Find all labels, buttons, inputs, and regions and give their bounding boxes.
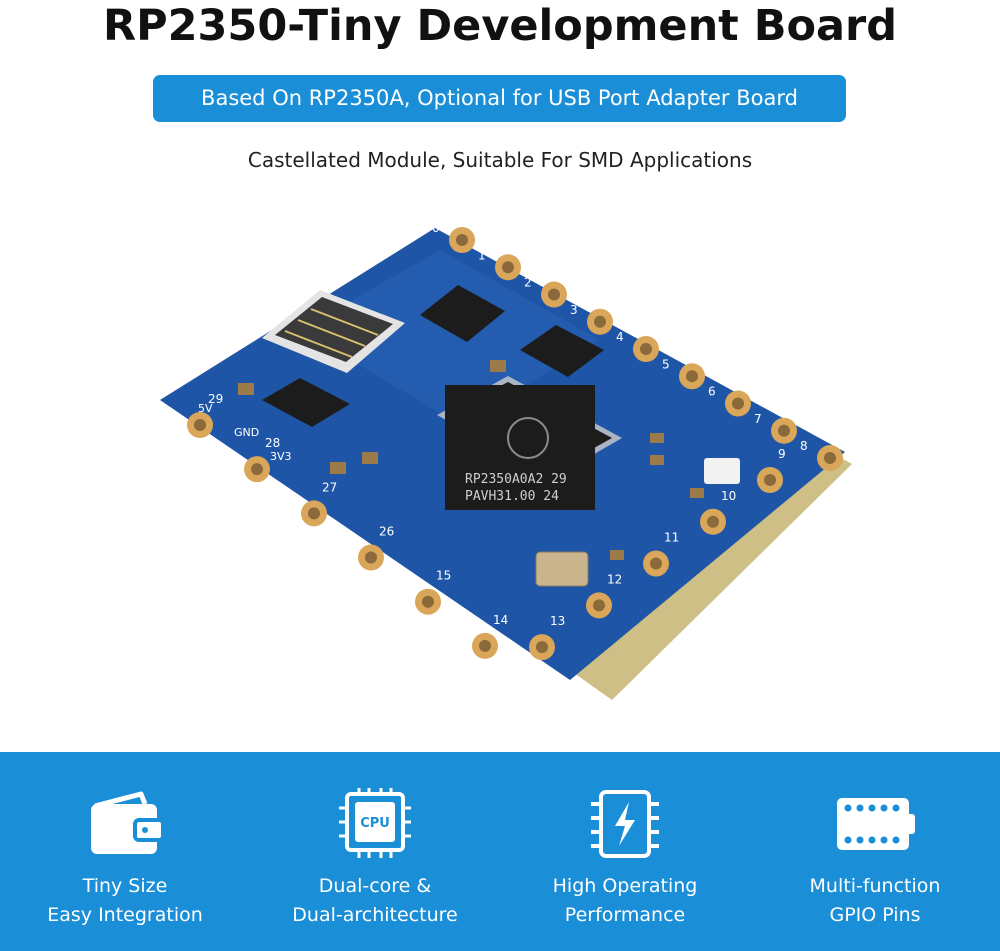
top-pad-hole <box>502 261 514 274</box>
feature-line-1: Multi-function <box>809 875 941 897</box>
cpu-icon: CPU <box>339 788 411 858</box>
bottom-castellated-pads <box>187 412 783 661</box>
bottom-pad-hole <box>593 599 605 612</box>
top-pad-hole <box>456 234 468 246</box>
regulator-ic <box>262 378 350 427</box>
passive-components <box>238 360 704 560</box>
left-pin-labels: 5V GND 3V3 <box>198 402 292 463</box>
bottom-pin-label: 14 <box>493 613 508 627</box>
top-pad-hole <box>594 315 606 328</box>
crystal <box>535 551 589 587</box>
feature-tiny-size: Tiny Size Easy Integration <box>0 752 250 951</box>
top-ic <box>420 285 505 342</box>
left-pin-label: GND <box>234 426 259 439</box>
left-pin-label: 5V <box>198 402 213 415</box>
bottom-pin-label: 28 <box>265 436 280 450</box>
bottom-pad-hole <box>251 463 263 476</box>
feature-bar: Tiny Size Easy Integration CPU Dual-core… <box>0 752 1000 951</box>
page-title: RP2350-Tiny Development Board <box>102 1 898 51</box>
bottom-pad-hole <box>536 641 548 654</box>
top-pin-labels: 0 1 2 3 4 5 6 7 8 <box>432 221 808 453</box>
feature-dual-core: CPU Dual-core & Dual-architecture <box>250 752 500 951</box>
feature-line-2: Easy Integration <box>47 904 203 926</box>
bottom-pin-label: 15 <box>436 569 451 583</box>
gpio-pins-icon <box>837 798 915 850</box>
top-pin-label: 8 <box>800 439 808 453</box>
wallet-icon <box>91 791 165 854</box>
bottom-pin-label: 9 <box>778 447 786 461</box>
top-pad-hole <box>732 397 744 410</box>
top-pad-hole <box>824 452 836 464</box>
chip-marking-2: PAVH31.00 24 <box>465 489 559 504</box>
bottom-pin-label: 29 <box>208 392 223 406</box>
feature-line-1: High Operating <box>552 875 698 897</box>
subtitle-pill: Based On RP2350A, Optional for USB Port … <box>153 75 846 122</box>
bottom-pad-hole <box>707 515 719 528</box>
top-pin-label: 6 <box>708 385 716 399</box>
lightning-chip-icon <box>591 790 659 858</box>
bottom-pad-hole <box>308 507 320 520</box>
rp2350-chip: RP2350A0A2 29 PAVH31.00 24 <box>437 376 622 510</box>
pcb-highlight <box>300 250 600 425</box>
top-pad-hole <box>548 288 560 301</box>
feature-line-2: Performance <box>564 904 686 926</box>
feature-gpio: Multi-function GPIO Pins <box>750 752 1000 951</box>
feature-line-2: Dual-architecture <box>292 904 458 926</box>
top-pin-label: 0 <box>432 221 440 235</box>
right-ic <box>520 325 604 377</box>
chip-marking-1: RP2350A0A2 29 <box>465 472 567 487</box>
feature-line-2: GPIO Pins <box>829 904 921 926</box>
top-pin-label: 5 <box>662 357 670 371</box>
top-pin-label: 2 <box>524 276 532 290</box>
bottom-pin-label: 27 <box>322 480 337 494</box>
bottom-pin-label: 26 <box>379 525 394 539</box>
top-pad-hole <box>686 370 698 383</box>
feature-line-1: Tiny Size <box>82 875 168 897</box>
rgb-led <box>704 458 740 484</box>
top-pin-label: 1 <box>478 248 486 262</box>
top-pin-label: 4 <box>616 330 624 344</box>
bottom-pin-label: 11 <box>664 531 679 545</box>
top-castellated-pads <box>449 227 843 471</box>
bottom-pin-label: 13 <box>550 614 565 628</box>
bottom-pad-hole <box>479 639 491 652</box>
tagline: Castellated Module, Suitable For SMD App… <box>247 148 753 172</box>
top-pin-label: 7 <box>754 412 762 426</box>
fpc-connector <box>262 290 405 373</box>
svg-text:CPU: CPU <box>360 816 390 831</box>
bottom-pad-hole <box>365 551 377 564</box>
top-pin-label: 3 <box>570 303 578 317</box>
bottom-pin-label: 12 <box>607 572 622 586</box>
bottom-pad-hole <box>422 595 434 608</box>
top-pad-hole <box>640 343 652 355</box>
bottom-pin-label: 10 <box>721 489 736 503</box>
bottom-pad-hole <box>650 557 662 570</box>
top-pad-hole <box>778 424 790 437</box>
feature-performance: High Operating Performance <box>500 752 750 951</box>
bottom-pad-hole <box>194 419 206 431</box>
feature-line-1: Dual-core & <box>318 875 432 897</box>
bottom-pad-hole <box>764 474 776 486</box>
bottom-pin-labels: 29 28 27 26 15 14 13 12 11 10 9 <box>208 392 786 628</box>
left-pin-label: 3V3 <box>270 450 292 463</box>
